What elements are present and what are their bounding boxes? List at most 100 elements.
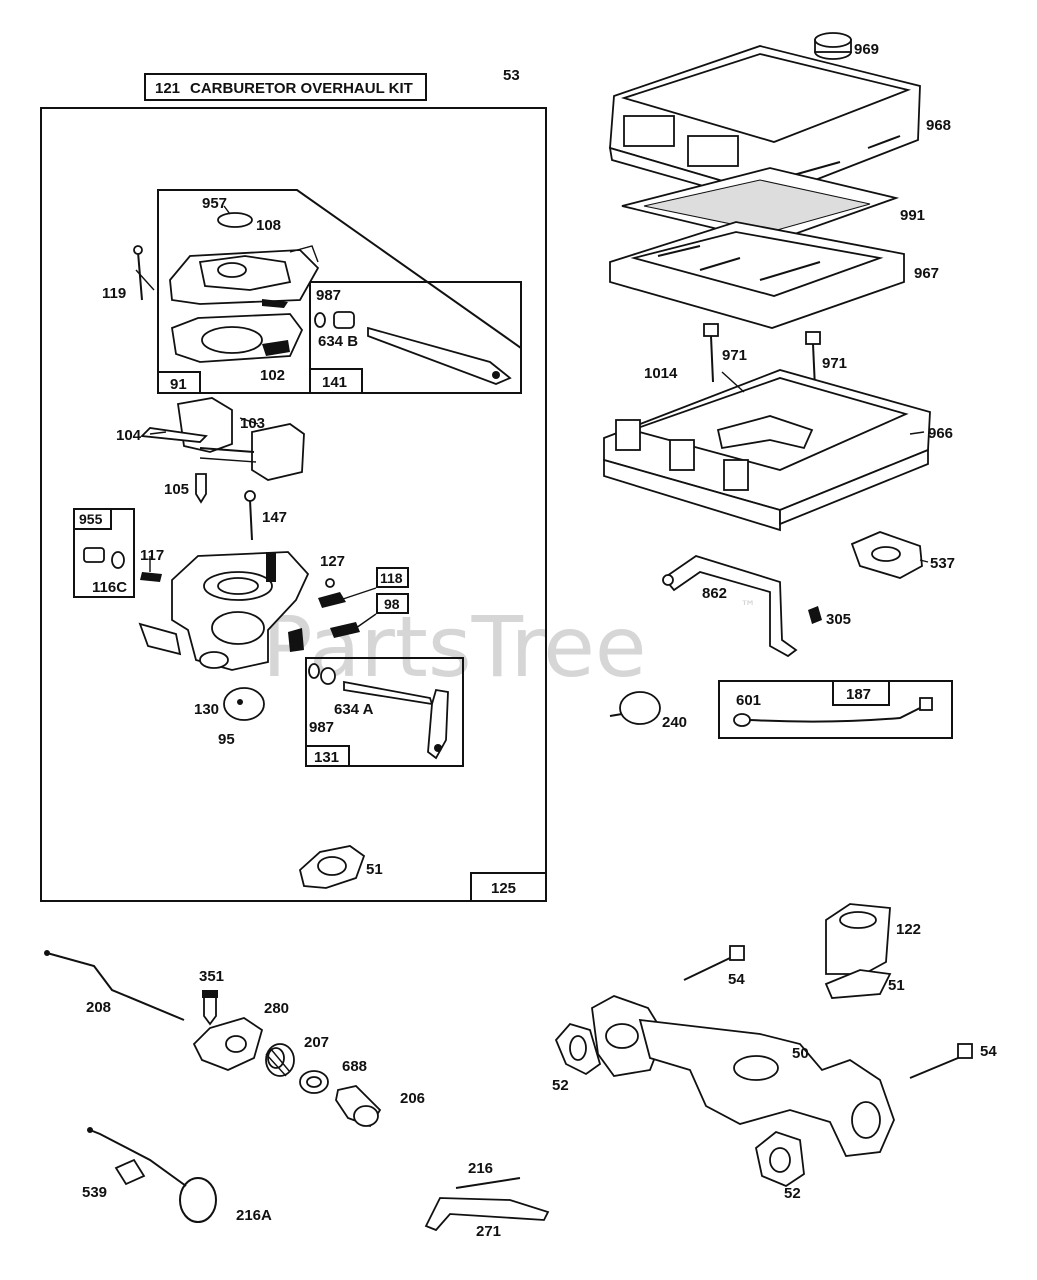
box-label-131[interactable]: 131 <box>314 749 339 766</box>
callout-280[interactable]: 280 <box>264 1000 289 1017</box>
callout-305[interactable]: 305 <box>826 611 851 628</box>
gasket-537-part[interactable] <box>850 531 923 579</box>
callout-54-right[interactable]: 54 <box>980 1043 997 1060</box>
frame-131-tag <box>305 745 350 767</box>
choke-shaft-131-part[interactable] <box>308 663 449 760</box>
callout-51-lower[interactable]: 51 <box>888 977 905 994</box>
jet-116c-part[interactable] <box>83 547 125 569</box>
throttle-shaft-141-part[interactable] <box>314 311 512 385</box>
filter-element-967-part[interactable] <box>609 221 905 329</box>
callout-987-lower[interactable]: 987 <box>309 719 334 736</box>
wire-601-part[interactable] <box>733 697 933 727</box>
callout-108[interactable]: 108 <box>256 217 281 234</box>
frame-187: 187 <box>718 680 953 739</box>
box-label-118[interactable]: 118 <box>380 570 403 586</box>
callout-971-left[interactable]: 971 <box>722 347 747 364</box>
callout-968[interactable]: 968 <box>926 117 951 134</box>
callout-103[interactable]: 103 <box>240 415 265 432</box>
callout-207[interactable]: 207 <box>304 1034 329 1051</box>
bracket-280-part[interactable] <box>192 1017 264 1071</box>
callout-102[interactable]: 102 <box>260 367 285 384</box>
manifold-50-part[interactable] <box>591 995 895 1157</box>
knob-969-part[interactable] <box>814 32 852 60</box>
bolt-54-upper-part[interactable] <box>683 945 745 981</box>
float-103-part[interactable] <box>176 397 305 481</box>
callout-130[interactable]: 130 <box>194 701 219 718</box>
callout-966[interactable]: 966 <box>928 425 953 442</box>
bolt-54-right-part[interactable] <box>909 1043 973 1079</box>
callout-601[interactable]: 601 <box>736 692 761 709</box>
callout-105[interactable]: 105 <box>164 481 189 498</box>
callout-1014[interactable]: 1014 <box>644 365 678 382</box>
callout-127[interactable]: 127 <box>320 553 345 570</box>
idle-screws-118-98-part[interactable] <box>318 578 377 638</box>
callout-634b[interactable]: 634 B <box>318 333 358 350</box>
bolt-971-left-part[interactable] <box>703 323 719 383</box>
bracket-862-part[interactable] <box>662 555 798 658</box>
callout-54-upper[interactable]: 54 <box>728 971 745 988</box>
spring-207-part[interactable] <box>265 1043 295 1077</box>
link-216a-part[interactable] <box>87 1127 217 1223</box>
callout-971-right[interactable]: 971 <box>822 355 847 372</box>
bushing-688-part[interactable] <box>299 1070 329 1094</box>
callout-271[interactable]: 271 <box>476 1223 501 1240</box>
bracket-271-part[interactable] <box>424 1197 550 1232</box>
callout-987-upper[interactable]: 987 <box>316 287 341 304</box>
callout-957[interactable]: 957 <box>202 195 227 212</box>
callout-116c[interactable]: 116C <box>92 579 127 596</box>
screw-119-part[interactable] <box>133 245 143 301</box>
callout-634a[interactable]: 634 A <box>334 701 374 718</box>
spacer-122-part[interactable] <box>824 903 892 999</box>
callout-969[interactable]: 969 <box>854 41 879 58</box>
callout-351[interactable]: 351 <box>199 968 224 985</box>
air-cleaner-base-966-part[interactable] <box>603 369 931 532</box>
box-label-125[interactable]: 125 <box>491 880 516 897</box>
callout-119[interactable]: 119 <box>102 285 126 302</box>
callout-53[interactable]: 53 <box>503 67 520 84</box>
callout-208[interactable]: 208 <box>86 999 111 1016</box>
float-pin-104-part[interactable] <box>140 427 208 443</box>
callout-52-right[interactable]: 52 <box>784 1185 801 1202</box>
callout-51-upper[interactable]: 51 <box>366 861 383 878</box>
screw-117-part[interactable] <box>140 572 162 582</box>
carburetor-lower-body-part[interactable] <box>138 551 310 671</box>
callout-122[interactable]: 122 <box>896 921 921 938</box>
box-label-98[interactable]: 98 <box>384 596 400 612</box>
callout-967[interactable]: 967 <box>914 265 939 282</box>
breather-240-part[interactable] <box>609 691 661 725</box>
callout-117[interactable]: 117 <box>140 547 164 564</box>
box-label-91[interactable]: 91 <box>170 376 187 393</box>
box-label-187[interactable]: 187 <box>846 686 871 703</box>
needle-105-part[interactable] <box>195 473 207 504</box>
box-label-141[interactable]: 141 <box>322 374 347 391</box>
callout-688[interactable]: 688 <box>342 1058 367 1075</box>
callout-216[interactable]: 216 <box>468 1160 493 1177</box>
clip-539-part[interactable] <box>114 1158 146 1186</box>
callout-216a[interactable]: 216A <box>236 1207 272 1224</box>
gasket-52-right-part[interactable] <box>755 1130 805 1188</box>
screw-147-part[interactable] <box>244 490 256 541</box>
callout-991[interactable]: 991 <box>900 207 925 224</box>
callout-50[interactable]: 50 <box>792 1045 809 1062</box>
callout-52-left[interactable]: 52 <box>552 1077 569 1094</box>
callout-240[interactable]: 240 <box>662 714 687 731</box>
callout-537[interactable]: 537 <box>930 555 955 572</box>
gasket-51-part[interactable] <box>298 845 366 889</box>
callout-95[interactable]: 95 <box>218 731 235 748</box>
gasket-108-part[interactable] <box>217 212 253 228</box>
callout-862[interactable]: 862 <box>702 585 727 602</box>
callout-539[interactable]: 539 <box>82 1184 107 1201</box>
callout-206[interactable]: 206 <box>400 1090 425 1107</box>
frame-118-tag <box>376 567 409 588</box>
gasket-52-left-part[interactable] <box>554 1022 602 1076</box>
link-216-part[interactable] <box>455 1177 521 1189</box>
callout-147[interactable]: 147 <box>262 509 287 526</box>
box-label-955[interactable]: 955 <box>79 511 103 527</box>
screw-305-part[interactable] <box>808 606 822 624</box>
knob-206-part[interactable] <box>335 1085 382 1128</box>
bowl-gasket-130-part[interactable] <box>223 687 265 721</box>
callout-104[interactable]: 104 <box>116 427 142 444</box>
carburetor-upper-body-part[interactable] <box>169 245 320 363</box>
screw-351-part[interactable] <box>202 990 218 1026</box>
link-208-part[interactable] <box>44 950 185 1021</box>
